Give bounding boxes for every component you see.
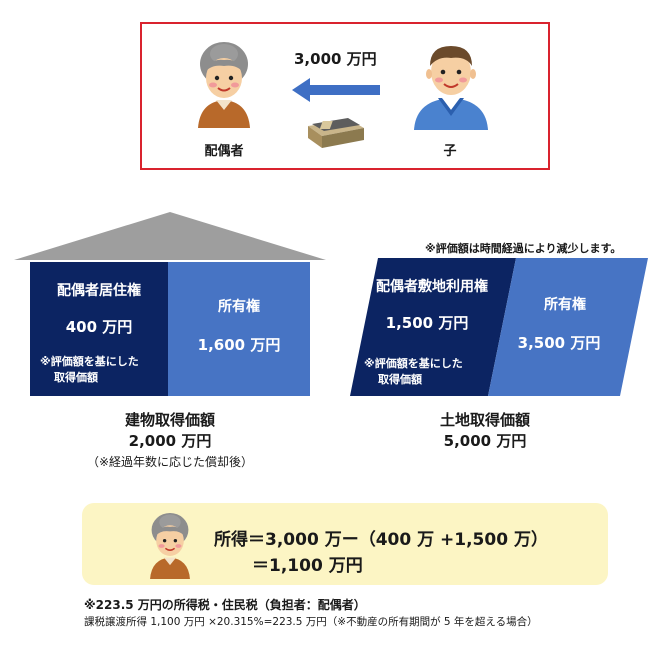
building-caption-amount: 2,000 万円 — [128, 432, 212, 450]
spouse-icon — [198, 42, 250, 128]
child-icon — [414, 46, 488, 130]
building-residence-amount: 400 万円 — [65, 318, 133, 336]
building-caption-title: 建物取得価額 — [124, 411, 215, 429]
building-ownership-amount: 1,600 万円 — [197, 336, 281, 354]
building-residence-note-2: 取得価額 — [54, 371, 98, 384]
transfer-amount: 3,000 万円 — [294, 50, 377, 68]
land-value-note: ※評価額は時間経過により減少します。 — [425, 242, 622, 255]
land-use-title: 配偶者敷地利用権 — [376, 279, 488, 295]
income-result: ＝1,100 万円 — [252, 556, 363, 576]
land-use-note-1: ※評価額を基にした — [364, 357, 463, 370]
land-ownership-title: 所有権 — [544, 297, 586, 313]
income-formula: 所得＝3,000 万ー（400 万 +1,500 万） — [214, 530, 548, 550]
arrow-left-icon — [292, 78, 380, 102]
tax-calculation-footnote: 課税譲渡所得 1,100 万円 ×20.315%=223.5 万円（※不動産の所… — [84, 616, 538, 628]
transfer-panel: 配偶者 3,000 万円 子 — [140, 22, 550, 170]
payer-label: 子 — [443, 144, 457, 159]
spouse-icon — [150, 513, 190, 579]
land-blocks — [350, 258, 648, 396]
building-ownership-title: 所有権 — [218, 299, 260, 315]
building-residence-right-block: 配偶者居住権 400 万円 ※評価額を基にした 取得価額 — [30, 262, 168, 396]
land-caption-amount: 5,000 万円 — [443, 432, 527, 450]
tax-footnote: ※223.5 万円の所得税・住民税（負担者：配偶者） — [84, 598, 366, 612]
land-use-amount: 1,500 万円 — [385, 314, 469, 332]
building-residence-title: 配偶者居住権 — [57, 283, 141, 299]
money-bundle-icon — [308, 118, 364, 148]
land-caption-title: 土地取得価額 — [439, 411, 530, 429]
land-use-note-2: 取得価額 — [378, 373, 422, 386]
building-caption: 建物取得価額 2,000 万円 （※経過年数に応じた償却後） — [30, 410, 310, 473]
recipient-label: 配偶者 — [204, 144, 244, 159]
land-ownership-amount: 3,500 万円 — [517, 334, 601, 352]
land-caption: 土地取得価額 5,000 万円 — [400, 410, 570, 452]
building-ownership-block: 所有権 1,600 万円 — [168, 262, 310, 396]
income-box: 所得＝3,000 万ー（400 万 +1,500 万） ＝1,100 万円 — [82, 503, 608, 585]
building-caption-note: （※経過年数に応じた償却後） — [86, 455, 254, 469]
building-residence-note-1: ※評価額を基にした — [40, 355, 139, 368]
house-roof — [14, 212, 326, 260]
